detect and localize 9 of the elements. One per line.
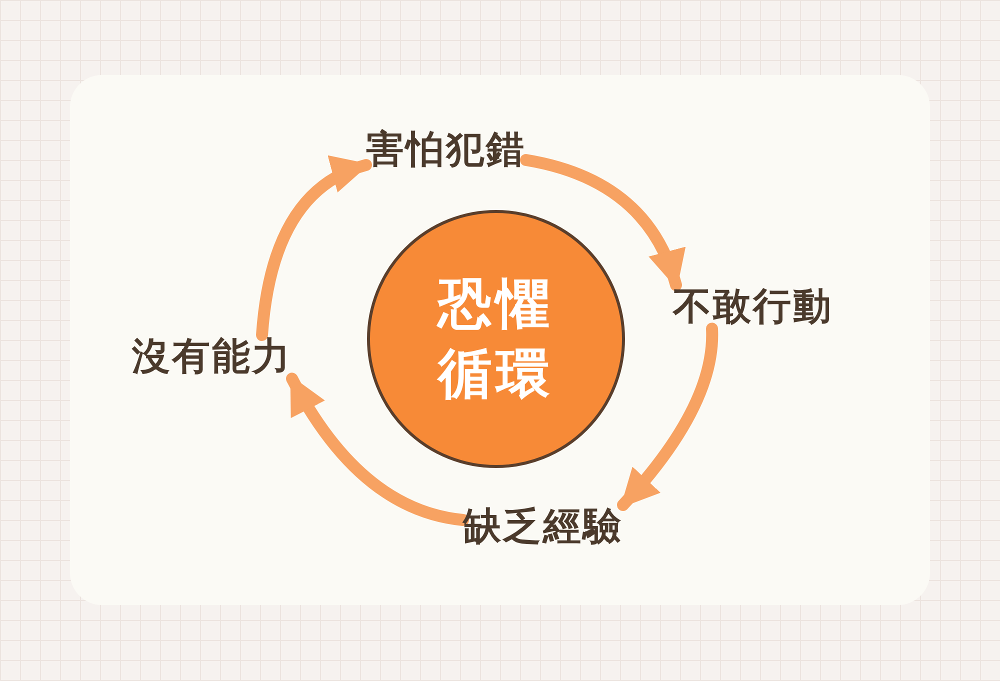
arrow	[256, 158, 372, 341]
step-label: 沒有能力	[132, 335, 292, 379]
step-label: 害怕犯錯	[366, 128, 526, 172]
arrow	[617, 322, 718, 511]
step-label: 不敢行動	[673, 285, 833, 329]
circle-label: 恐懼循環	[436, 270, 555, 407]
step-label: 缺乏經驗	[463, 505, 623, 549]
arrow	[520, 154, 684, 291]
arrow	[286, 372, 469, 526]
